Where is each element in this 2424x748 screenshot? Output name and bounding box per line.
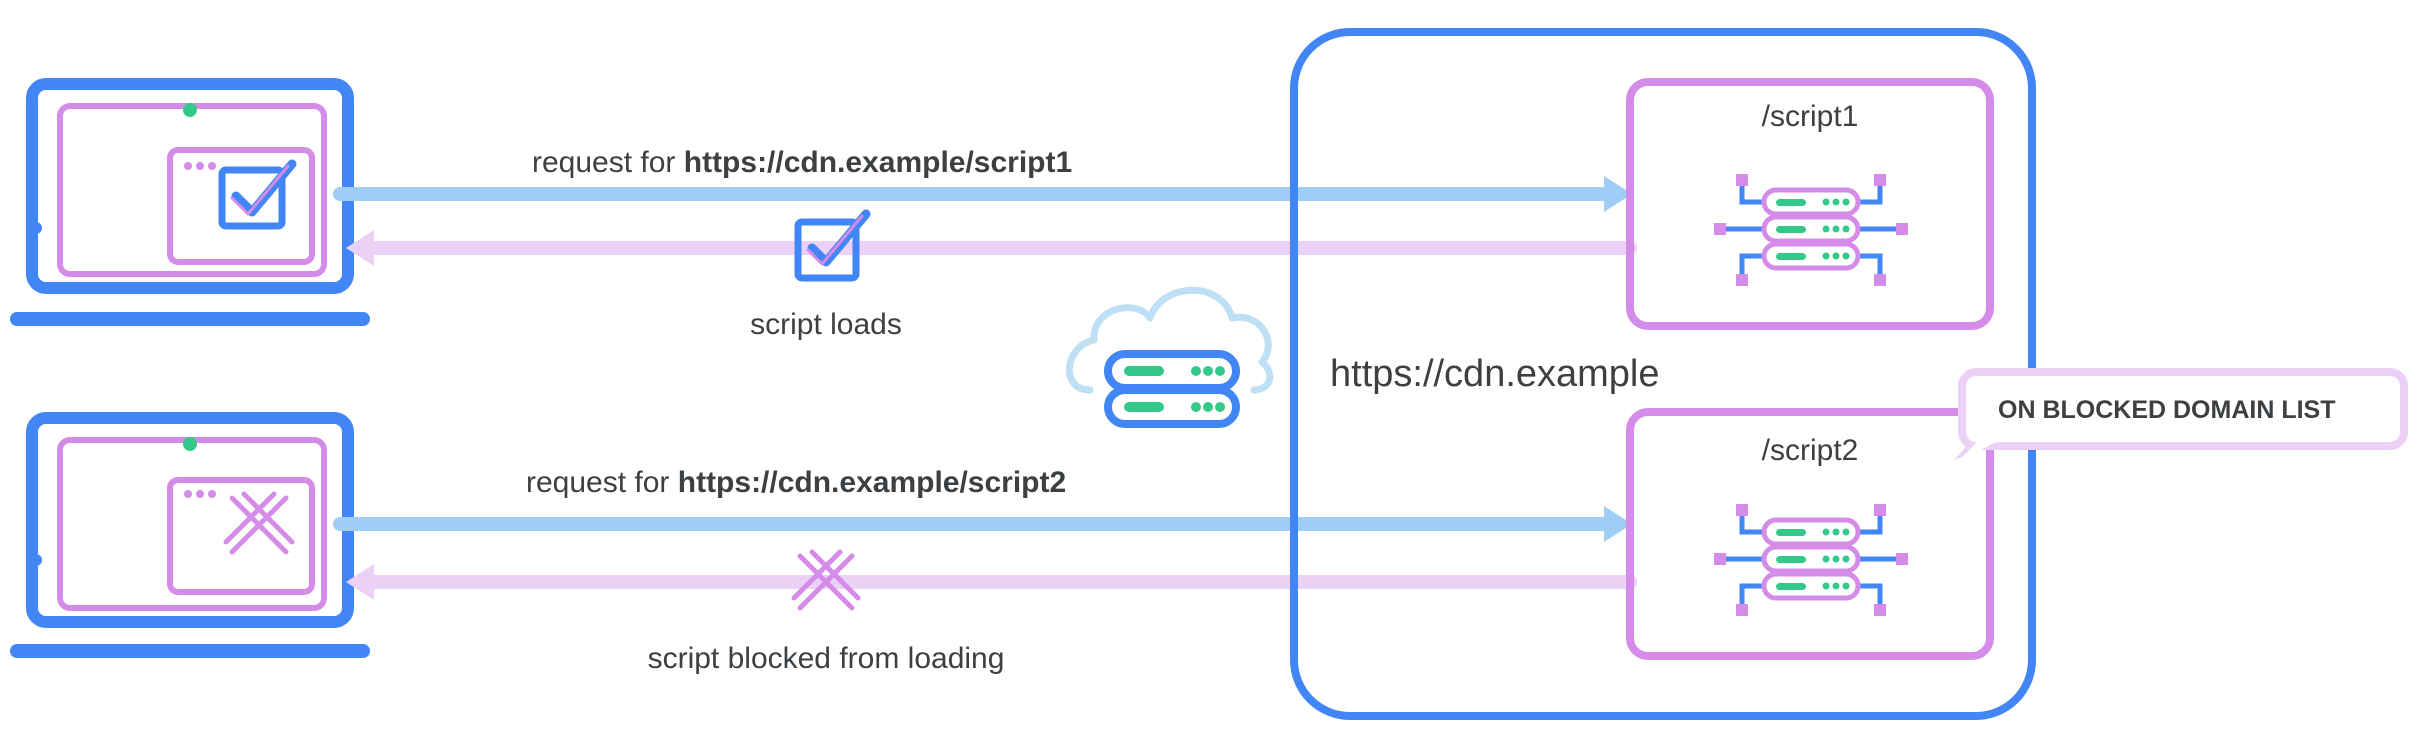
request-url-text: https://cdn.example/script2 — [678, 466, 1066, 499]
server-icon — [1714, 174, 1908, 286]
cdn-domain-label: https://cdn.example — [1330, 353, 1660, 395]
request-url-text: https://cdn.example/script1 — [684, 146, 1072, 179]
request-arrow-script2 — [333, 506, 1632, 542]
check-icon — [794, 209, 871, 282]
script2-box — [1626, 408, 1994, 660]
request-prefix-text: request for — [526, 466, 678, 499]
response-arrow-script2 — [346, 564, 1637, 600]
request-arrow-script1 — [333, 176, 1632, 212]
script1-label: /script1 — [1762, 100, 1859, 133]
request-prefix-text: request for — [532, 146, 684, 179]
response-arrow-script1 — [346, 230, 1637, 266]
server-icon — [1714, 504, 1908, 616]
script-loads-label: script loads — [750, 308, 902, 341]
request-label-script2: request for https://cdn.example/script2 — [526, 466, 1066, 499]
blocked-domain-callout: ON BLOCKED DOMAIN LIST — [1954, 368, 2408, 462]
request-label-script1: request for https://cdn.example/script1 — [532, 146, 1072, 179]
script-blocked-label: script blocked from loading — [648, 642, 1005, 675]
laptop-blocked-icon — [10, 412, 370, 658]
blocked-x-icon — [791, 549, 861, 611]
script2-label: /script2 — [1762, 434, 1859, 467]
script1-box — [1626, 78, 1994, 330]
cloud-server-icon — [1065, 286, 1274, 428]
laptop-success-icon — [10, 78, 370, 326]
blocked-domain-callout-text: ON BLOCKED DOMAIN LIST — [1998, 396, 2336, 424]
